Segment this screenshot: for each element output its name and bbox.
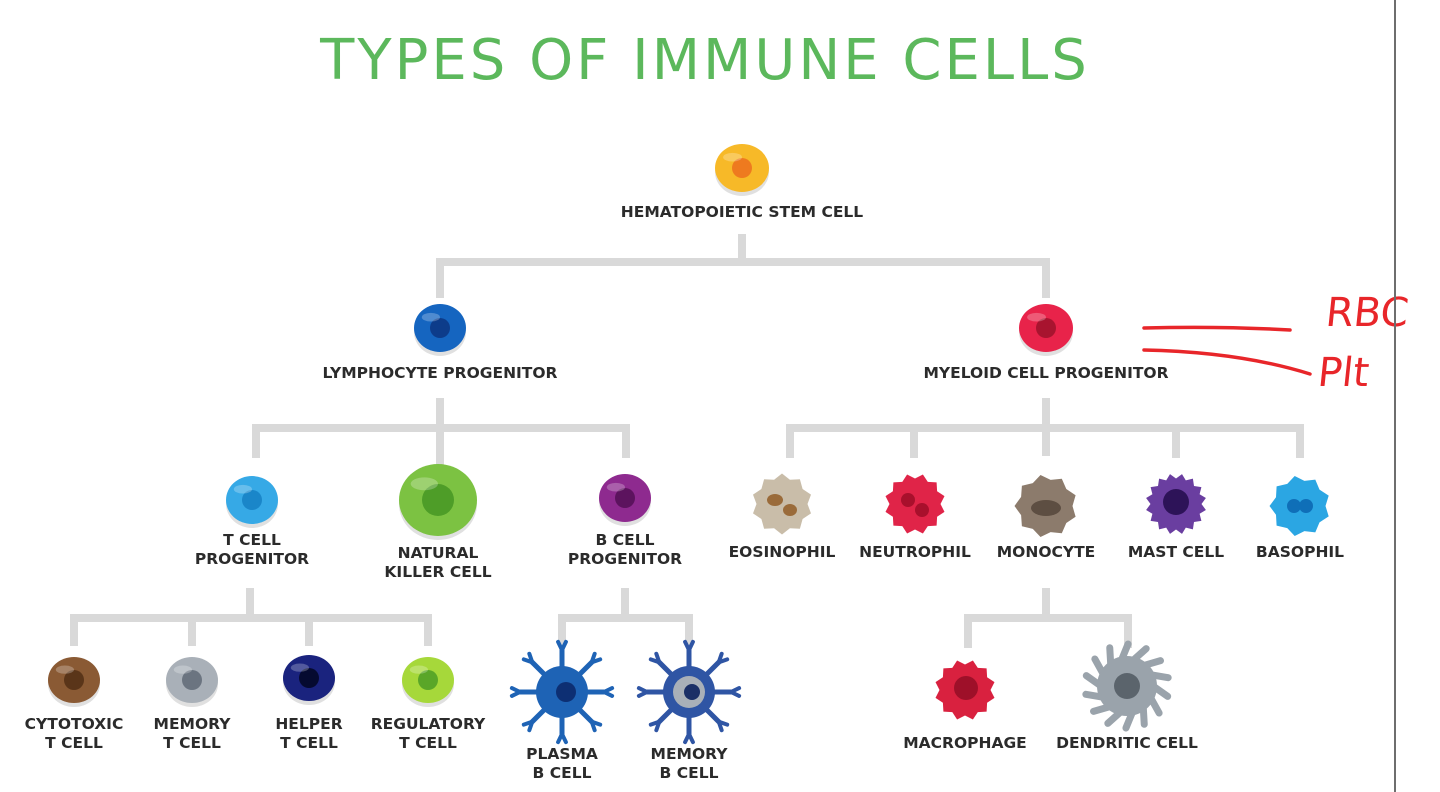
cell-lymphocyte-progenitor-nucleus xyxy=(430,318,450,338)
cell-eosinophil-lobe xyxy=(783,504,797,516)
cell-hematopoietic-stem-nucleus xyxy=(732,158,752,178)
cell-b-progenitor-highlight xyxy=(606,482,626,492)
label-monocyte: MONOCYTE xyxy=(996,543,1096,561)
cell-neutrophil-lobe xyxy=(915,503,929,517)
cell-hematopoietic-stem-highlight xyxy=(723,152,742,162)
cell-memory-t-nucleus xyxy=(182,670,202,690)
label-neutrophil: NEUTROPHIL xyxy=(859,543,971,561)
cell-plasma-b-nucleus xyxy=(556,682,576,702)
annotation-rbc: RBC xyxy=(1323,290,1411,336)
cell-eosinophil xyxy=(753,473,811,535)
cell-b-progenitor-nucleus xyxy=(615,488,635,508)
cell-memory-b-nucleus xyxy=(684,684,700,700)
cell-natural-killer-nucleus xyxy=(422,484,454,516)
cell-basophil-lobe xyxy=(1299,499,1313,513)
cell-myeloid-progenitor-highlight xyxy=(1027,312,1047,322)
cell-helper-t-highlight xyxy=(290,663,309,672)
annotation-stroke-rbc xyxy=(1142,325,1292,332)
annotation-plt: Plt xyxy=(1315,350,1372,396)
cell-memory-b-dendrite xyxy=(716,719,730,727)
cell-memory-b-dendrite xyxy=(648,657,662,665)
label-eosinophil: EOSINOPHIL xyxy=(728,543,836,561)
cell-eosinophil-lobe xyxy=(767,494,783,506)
label-lymphocyte-progenitor: LYMPHOCYTE PROGENITOR xyxy=(322,364,558,382)
label-t-cell-progenitor: T CELL PROGENITOR xyxy=(194,531,310,568)
label-natural-killer-cell: NATURAL KILLER CELL xyxy=(384,544,492,581)
cell-plasma-b-dendrite xyxy=(589,651,597,665)
label-cytotoxic-t-cell: CYTOTOXIC T CELL xyxy=(24,715,124,752)
cell-plasma-b-dendrite xyxy=(602,686,615,694)
label-mast-cell: MAST CELL xyxy=(1127,543,1225,561)
label-helper-t-cell: HELPER T CELL xyxy=(275,715,343,752)
label-plasma-b-cell: PLASMA B CELL xyxy=(526,745,598,782)
cell-plasma-b-dendrite xyxy=(509,690,522,698)
label-memory-b-cell: MEMORY B CELL xyxy=(650,745,728,782)
cell-memory-b-dendrite xyxy=(729,686,742,694)
label-regulatory-t-cell: REGULATORY T CELL xyxy=(370,715,486,752)
cell-dendritic-nucleus xyxy=(1114,673,1140,699)
cell-plasma-b-dendrite xyxy=(556,639,564,652)
cell-plasma-b-dendrite xyxy=(521,657,535,665)
cell-t-progenitor-nucleus xyxy=(242,490,262,510)
cell-cytotoxic-t-highlight xyxy=(55,665,74,674)
label-hematopoietic-stem-cell: HEMATOPOIETIC STEM CELL xyxy=(620,203,864,221)
cell-macrophage-nucleus xyxy=(954,676,978,700)
cell-memory-b-dendrite xyxy=(654,719,662,733)
cell-regulatory-t-highlight xyxy=(409,665,428,674)
cell-memory-b-dendrite xyxy=(716,651,724,665)
annotation-stroke-plt xyxy=(1142,348,1312,376)
cell-plasma-b-dendrite xyxy=(589,719,603,727)
cell-memory-t-highlight xyxy=(173,665,192,674)
page-edge-line xyxy=(1394,0,1396,792)
cell-t-progenitor-highlight xyxy=(233,484,252,494)
label-macrophage: MACROPHAGE xyxy=(903,734,1027,752)
cell-regulatory-t-nucleus xyxy=(418,670,438,690)
cell-monocyte-nucleus xyxy=(1031,500,1061,516)
cell-natural-killer-highlight xyxy=(410,477,438,491)
cell-memory-b-dendrite xyxy=(636,690,649,698)
cell-plasma-b-dendrite xyxy=(527,719,535,733)
cell-neutrophil xyxy=(885,474,945,534)
cell-neutrophil-lobe xyxy=(901,493,915,507)
cell-mast-nucleus xyxy=(1163,489,1189,515)
label-dendritic-cell: DENDRITIC CELL xyxy=(1056,734,1198,752)
label-myeloid-cell-progenitor: MYELOID CELL PROGENITOR xyxy=(923,364,1169,382)
cell-cytotoxic-t-nucleus xyxy=(64,670,84,690)
label-basophil: BASOPHIL xyxy=(1255,543,1345,561)
cell-memory-b-dendrite xyxy=(687,732,695,745)
cell-basophil-lobe xyxy=(1287,499,1301,513)
label-b-cell-progenitor: B CELL PROGENITOR xyxy=(567,531,683,568)
cell-lymphocyte-progenitor-highlight xyxy=(421,312,440,322)
cell-helper-t-nucleus xyxy=(299,668,319,688)
cell-myeloid-progenitor-nucleus xyxy=(1036,318,1056,338)
cell-plasma-b-dendrite xyxy=(560,732,568,745)
cell-memory-b-dendrite xyxy=(683,639,691,652)
diagram-title: TYPES OF IMMUNE CELLS xyxy=(320,28,1090,93)
label-memory-t-cell: MEMORY T CELL xyxy=(153,715,231,752)
